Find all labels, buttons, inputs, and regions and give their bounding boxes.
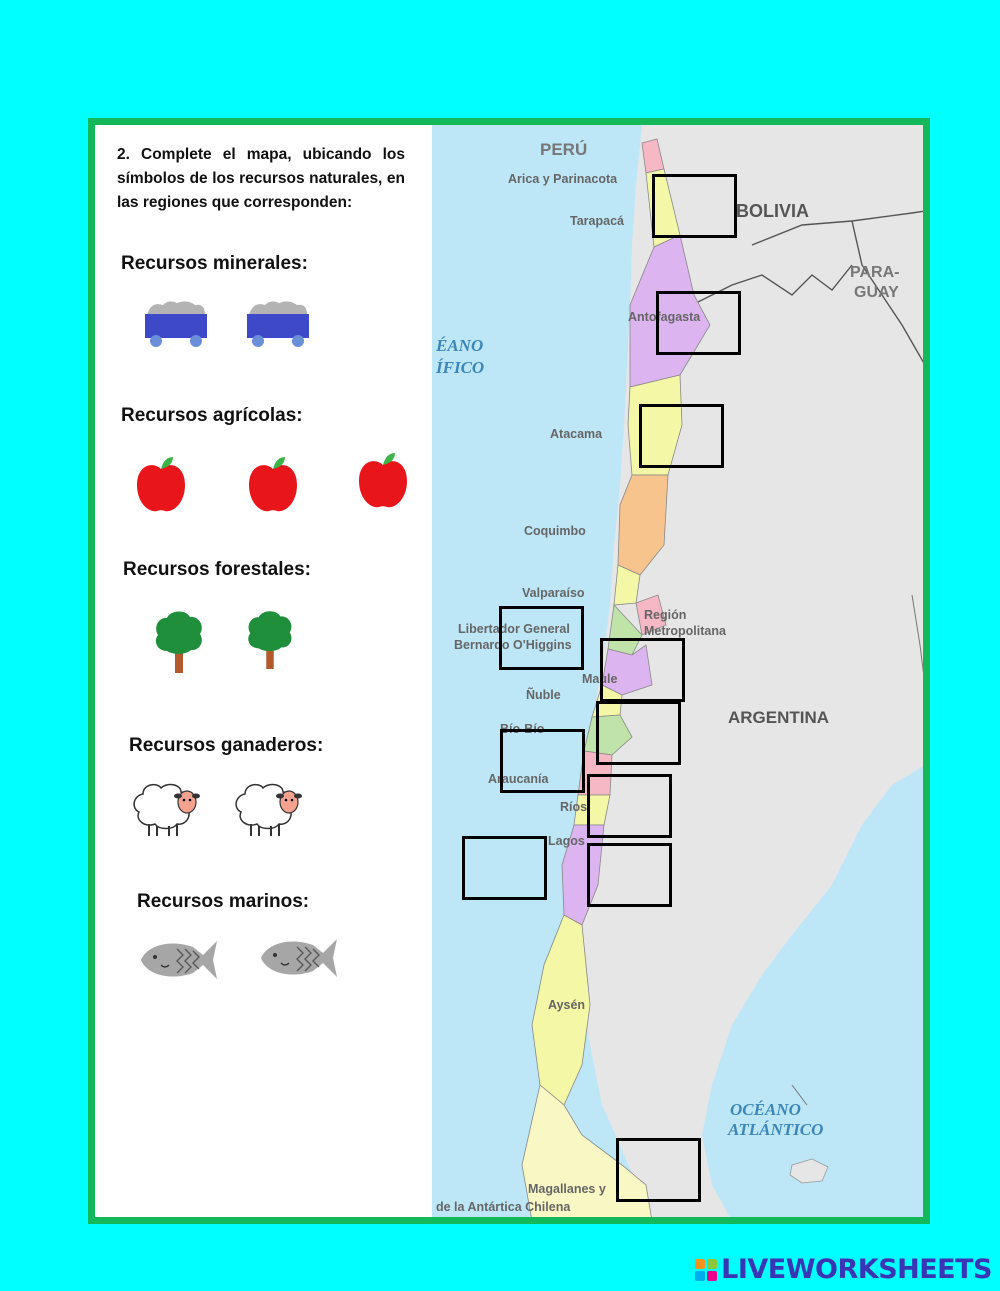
sheep-icon[interactable] xyxy=(231,780,305,838)
mining-cart-icon[interactable] xyxy=(245,297,311,349)
label-araucania: Araucanía xyxy=(488,772,549,786)
drop-box-maule[interactable] xyxy=(600,638,685,702)
drop-box-antofagasta[interactable] xyxy=(656,291,741,355)
label-coquimbo: Coquimbo xyxy=(524,524,586,538)
chile-map: PERÚ BOLIVIA PARA- GUAY ARGENTINA ÉANO Í… xyxy=(432,125,923,1217)
label-rios: Ríos xyxy=(560,800,587,814)
brand-text: LIVEWORKSHEETS xyxy=(721,1254,992,1285)
label-pacifico-1: ÉANO xyxy=(435,336,483,355)
logo-icon xyxy=(695,1258,718,1281)
fish-icon[interactable] xyxy=(137,937,221,983)
drop-box-atacama[interactable] xyxy=(639,404,724,468)
label-nuble: Ñuble xyxy=(526,687,561,702)
label-magallanes-1: Magallanes y xyxy=(528,1182,606,1196)
label-ohiggins-1: Libertador General xyxy=(458,622,570,636)
section-title-minerales: Recursos minerales: xyxy=(121,253,308,274)
drop-box-rios[interactable] xyxy=(587,774,672,838)
fish-icon[interactable] xyxy=(257,935,341,981)
label-pacifico-2: ÍFICO xyxy=(435,358,484,377)
label-valparaiso: Valparaíso xyxy=(522,586,585,600)
drop-box-ohiggins[interactable] xyxy=(499,606,584,670)
drop-box-sea[interactable] xyxy=(462,836,547,900)
section-title-forestales: Recursos forestales: xyxy=(123,559,311,580)
label-metropolitana-2: Metropolitana xyxy=(644,624,727,638)
label-atlantico-2: ATLÁNTICO xyxy=(727,1120,823,1139)
tree-icon[interactable] xyxy=(153,607,205,673)
drop-box-araucania[interactable] xyxy=(500,729,585,793)
label-lagos: Lagos xyxy=(548,834,585,848)
drop-box-lagos[interactable] xyxy=(587,843,672,907)
label-peru: PERÚ xyxy=(540,140,587,159)
section-title-ganaderos: Recursos ganaderos: xyxy=(129,735,324,756)
worksheet: 2. Complete el mapa, ubicando los símbol… xyxy=(88,118,930,1224)
drop-box-tarapaca[interactable] xyxy=(652,174,737,238)
tree-icon[interactable] xyxy=(245,607,295,669)
instructions-text: 2. Complete el mapa, ubicando los símbol… xyxy=(117,146,405,211)
drop-box-biobio[interactable] xyxy=(596,701,681,765)
label-magallanes-2: de la Antártica Chilena xyxy=(436,1200,571,1214)
liveworksheets-logo[interactable]: LIVEWORKSHEETS xyxy=(695,1254,992,1285)
section-title-agricolas: Recursos agrícolas: xyxy=(121,405,303,426)
label-paraguay-2: GUAY xyxy=(854,284,899,301)
mining-cart-icon[interactable] xyxy=(143,297,209,349)
label-argentina: ARGENTINA xyxy=(728,708,829,727)
label-arica: Arica y Parinacota xyxy=(508,172,618,186)
label-antofagasta: Antofagasta xyxy=(628,310,701,324)
apple-icon[interactable] xyxy=(355,451,411,513)
apple-icon[interactable] xyxy=(245,455,301,517)
label-aysen: Aysén xyxy=(548,998,585,1012)
label-atacama: Atacama xyxy=(550,427,603,441)
section-title-marinos: Recursos marinos: xyxy=(137,891,310,912)
label-atlantico-1: OCÉANO xyxy=(730,1100,801,1119)
label-metropolitana-1: Región xyxy=(644,608,686,622)
apple-icon[interactable] xyxy=(133,455,189,517)
label-bolivia: BOLIVIA xyxy=(736,201,809,221)
drop-box-magallanes[interactable] xyxy=(616,1138,701,1202)
sheep-icon[interactable] xyxy=(129,780,203,838)
label-paraguay-1: PARA- xyxy=(850,264,899,281)
label-tarapaca: Tarapacá xyxy=(570,214,624,228)
label-ohiggins-2: Bernardo O'Higgins xyxy=(454,638,572,652)
label-maule: Maule xyxy=(582,672,617,686)
